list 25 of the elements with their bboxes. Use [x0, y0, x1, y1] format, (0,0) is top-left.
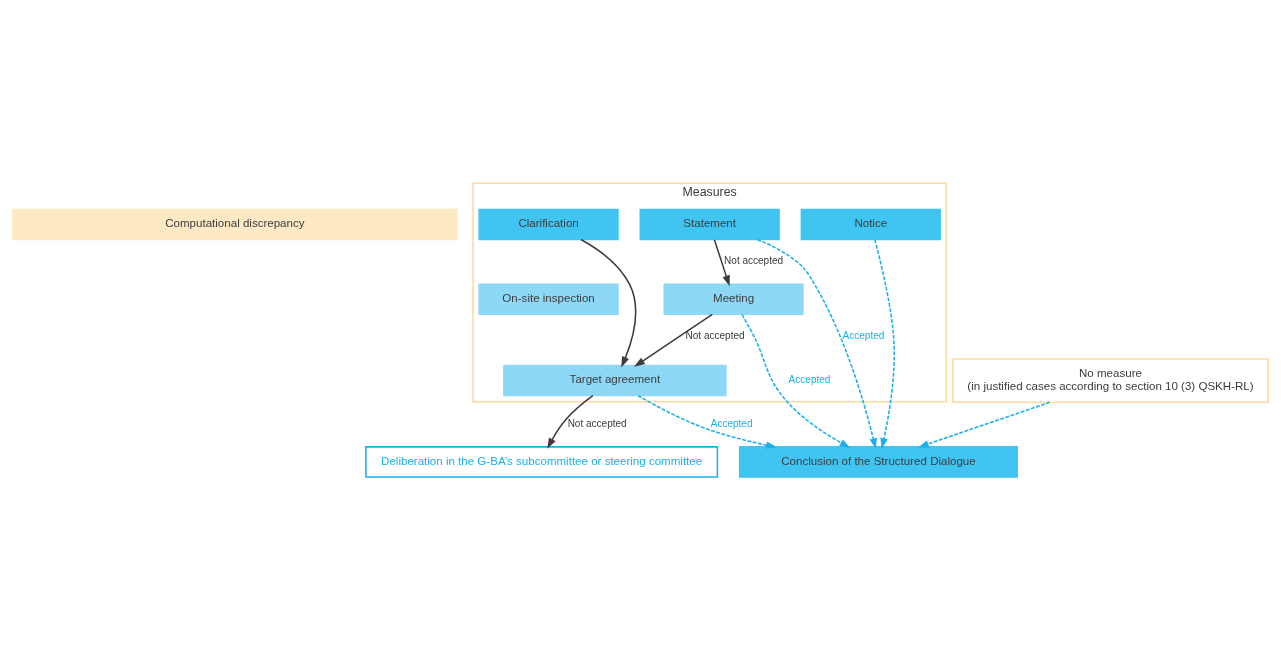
node-box: No measure (in justified cases according to section 10 (3) QSKH-RL)	[952, 358, 1269, 403]
arrow	[741, 313, 851, 448]
arrow	[634, 313, 714, 367]
edge-label: Not accepted	[567, 418, 627, 430]
node-box: Notice	[800, 208, 941, 241]
node-box: On-site inspection	[478, 283, 619, 316]
edge-label: Accepted	[842, 330, 885, 342]
node-box: Clarification	[478, 208, 619, 241]
node-box: Deliberation in the G-BA’s subcommittee or steering committee	[365, 446, 719, 478]
arrow	[756, 238, 877, 450]
arrow	[580, 238, 637, 368]
arrow	[637, 394, 777, 449]
node-box: Statement	[639, 208, 780, 241]
edge-label: Accepted	[788, 374, 831, 386]
arrow	[547, 395, 594, 449]
node-box: Computational discrepancy	[12, 208, 458, 241]
edge-label: Accepted	[710, 418, 753, 430]
node-box: Conclusion of the Structured Dialogue	[738, 446, 1018, 478]
node-box: Target agreement	[503, 364, 727, 397]
arrow	[713, 238, 730, 287]
arrow	[874, 239, 895, 449]
edge-label: Not accepted	[724, 255, 784, 267]
arrow	[917, 401, 1051, 448]
edge-label: Not accepted	[685, 330, 745, 342]
node-box: Meeting	[663, 283, 804, 316]
